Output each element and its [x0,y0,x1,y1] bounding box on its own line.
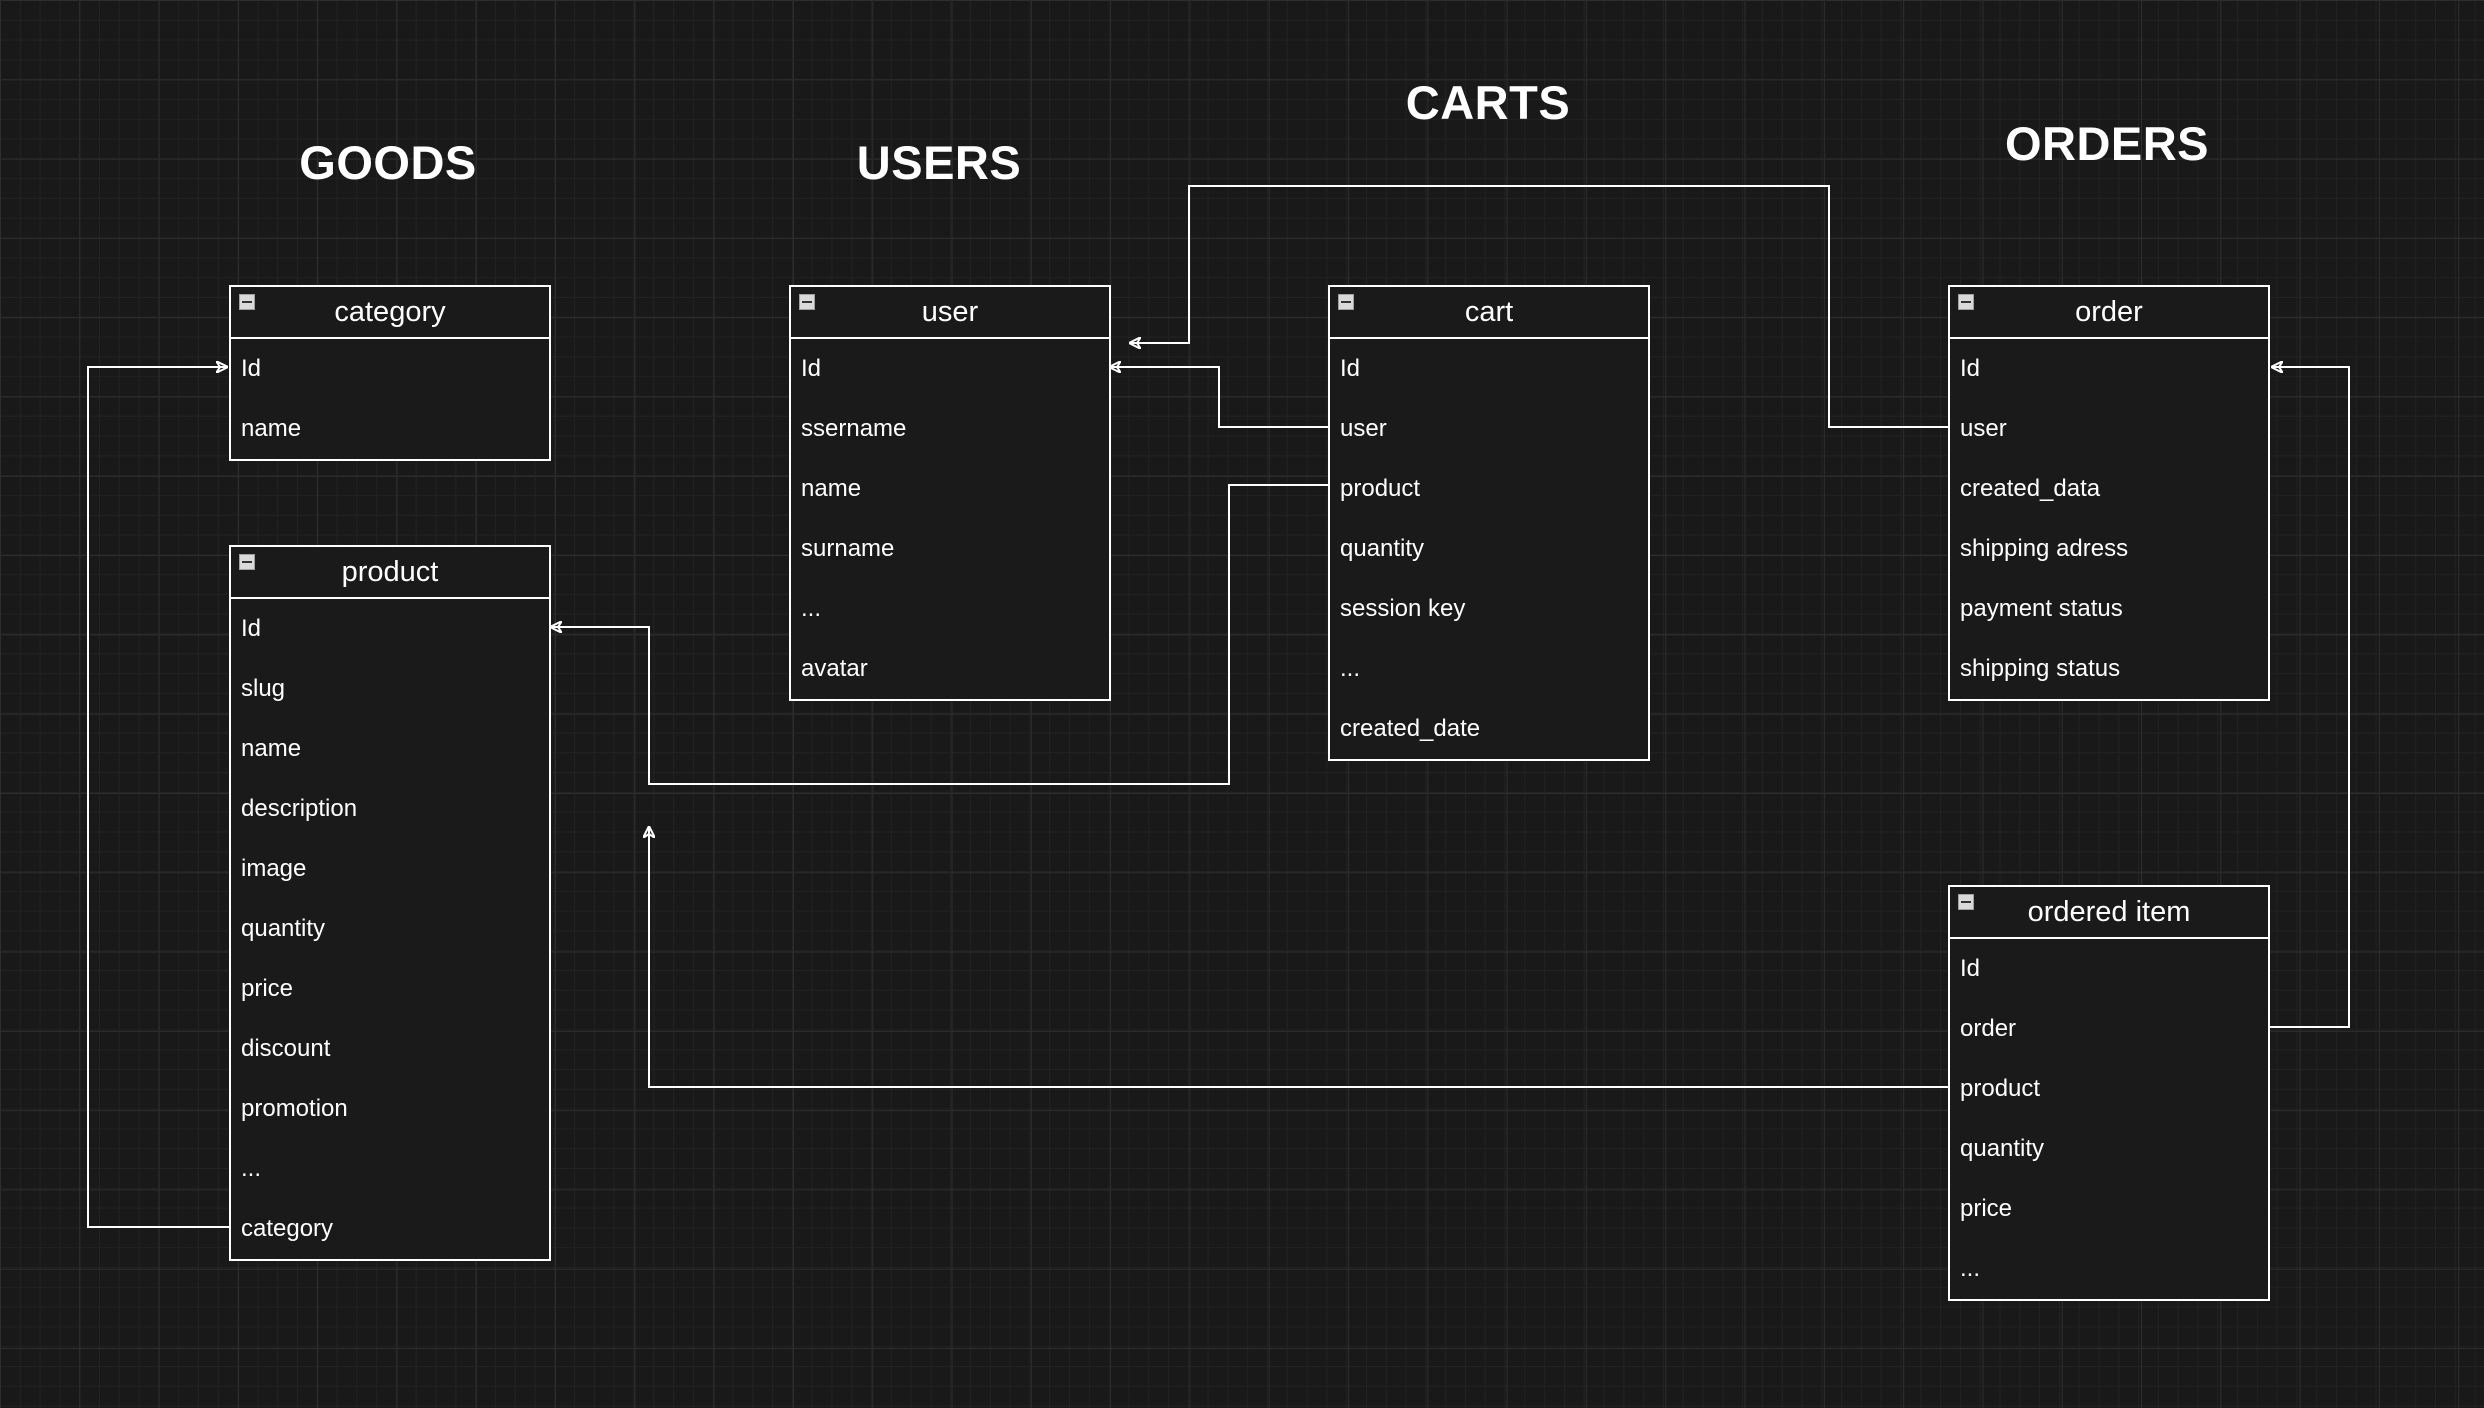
field-row[interactable]: ... [1340,655,1361,682]
field-row[interactable]: surname [801,535,895,562]
field-row[interactable]: name [801,475,862,502]
field-row[interactable]: price [241,975,294,1002]
collapse-icon[interactable] [799,294,815,310]
table-title: user [921,295,979,328]
table-title: ordered item [2027,895,2191,928]
field-row[interactable]: ... [1960,1255,1981,1282]
table-header[interactable]: category [231,287,549,339]
field-row[interactable]: description [241,795,358,822]
field-row[interactable]: Id [1340,355,1361,382]
table-category[interactable]: category Id name [229,285,551,461]
field-row[interactable]: user [1960,415,2007,442]
collapse-icon[interactable] [1958,294,1974,310]
field-row[interactable]: payment status [1960,595,2123,622]
table-header[interactable]: ordered item [1950,887,2268,939]
section-title-orders: ORDERS [2004,117,2210,170]
field-row[interactable]: product [1340,475,1421,502]
field-row[interactable]: quantity [1960,1135,2045,1162]
field-row[interactable]: ssername [801,415,907,442]
connector-ordereditem-product[interactable] [649,827,1948,1088]
field-row[interactable]: quantity [241,915,326,942]
collapse-icon[interactable] [239,294,255,310]
section-title-goods: GOODS [299,136,477,189]
field-row[interactable]: quantity [1340,535,1425,562]
table-product[interactable]: product Id slug name description image q… [229,545,551,1261]
table-title: order [2075,295,2143,328]
table-header[interactable]: cart [1330,287,1648,339]
connector-ordereditem-order[interactable] [2270,367,2350,1028]
field-row[interactable]: created_date [1340,715,1481,742]
field-row[interactable]: shipping status [1960,655,2121,682]
collapse-icon[interactable] [1958,894,1974,910]
field-row[interactable]: Id [1960,955,1981,982]
table-title: product [341,555,439,588]
field-row[interactable]: name [241,735,302,762]
field-row[interactable]: shipping adress [1960,535,2129,562]
field-row[interactable]: session key [1340,595,1466,622]
field-row[interactable]: avatar [801,655,868,682]
table-header[interactable]: user [791,287,1109,339]
field-row[interactable]: slug [241,675,286,702]
field-row[interactable]: image [241,855,307,882]
collapse-icon[interactable] [239,554,255,570]
table-cart[interactable]: cart Id user product quantity session ke… [1328,285,1650,761]
section-title-users: USERS [856,136,1022,189]
collapse-icon[interactable] [1338,294,1354,310]
field-row[interactable]: Id [801,355,822,382]
field-row[interactable]: promotion [241,1095,348,1122]
field-row[interactable]: discount [241,1035,331,1062]
section-title-carts: CARTS [1405,76,1571,129]
field-row[interactable]: order [1960,1015,2017,1042]
connector-cart-user[interactable] [1110,367,1328,428]
table-header[interactable]: product [231,547,549,599]
field-row[interactable]: category [241,1215,334,1242]
field-row[interactable]: created_data [1960,475,2101,502]
field-row[interactable]: product [1960,1075,2041,1102]
field-row[interactable]: ... [801,595,822,622]
table-header[interactable]: order [1950,287,2268,339]
table-user[interactable]: user Id ssername name surname ... avatar [789,285,1111,701]
field-row[interactable]: ... [241,1155,262,1182]
field-row[interactable]: Id [1960,355,1981,382]
connector-product-category[interactable] [87,367,229,1228]
table-order[interactable]: order Id user created_data shipping adre… [1948,285,2270,701]
field-row[interactable]: price [1960,1195,2013,1222]
table-title: category [334,295,446,328]
table-title: cart [1464,295,1514,328]
field-row[interactable]: user [1340,415,1387,442]
table-ordered-item[interactable]: ordered item Id order product quantity p… [1948,885,2270,1301]
field-row[interactable]: Id [241,615,262,642]
field-row[interactable]: Id [241,355,262,382]
field-row[interactable]: name [241,415,302,442]
